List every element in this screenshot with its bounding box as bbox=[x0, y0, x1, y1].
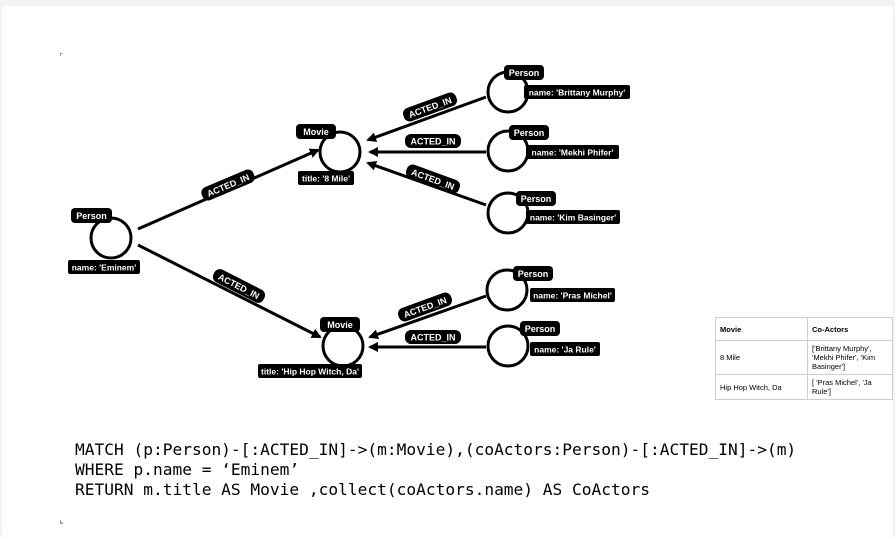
node-pras-michel: Person name: 'Pras Michel' bbox=[485, 266, 615, 312]
node-circle bbox=[486, 324, 530, 368]
column-header-movie: Movie bbox=[715, 317, 808, 341]
node-property: name: 'Eminem' bbox=[72, 263, 137, 273]
node-label: Movie bbox=[327, 320, 353, 330]
node-label: Person bbox=[514, 128, 545, 138]
movie-cell: 8 Mile bbox=[715, 340, 808, 375]
node-label: Person bbox=[76, 211, 107, 221]
node-property: title: 'Hip Hop Witch, Da' bbox=[261, 367, 359, 377]
table-header-row: Movie Co-Actors bbox=[715, 317, 893, 341]
query-line-1: MATCH (p:Person)-[:ACTED_IN]->(m:Movie),… bbox=[75, 440, 797, 459]
rel-label-eminem-movie1: ACTED_IN bbox=[201, 169, 255, 201]
svg-text:ACTED_IN: ACTED_IN bbox=[410, 333, 455, 343]
node-eminem: Person name: 'Eminem' bbox=[68, 208, 140, 274]
table-row: Hip Hop Witch, Da [ 'Pras Michel', 'Ja R… bbox=[715, 374, 893, 400]
rel-eminem-movie2 bbox=[137, 243, 322, 339]
results-table: Movie Co-Actors 8 Mile ['Brittany Murphy… bbox=[715, 317, 893, 400]
rel-pras-movie2 bbox=[368, 294, 487, 340]
node-movie-8-mile: Movie title: '8 Mile' bbox=[296, 124, 362, 185]
node-circle bbox=[89, 216, 133, 260]
node-movie-hip-hop-witch: Movie title: 'Hip Hop Witch, Da' bbox=[258, 317, 365, 378]
svg-text:ACTED_IN: ACTED_IN bbox=[410, 137, 455, 147]
node-mekhi-phifer: Person name: 'Mekhi Phifer' bbox=[486, 125, 619, 173]
node-label: Movie bbox=[303, 127, 329, 137]
co-actors-cell: [ 'Pras Michel', 'Ja Rule'] bbox=[807, 374, 893, 400]
query-line-3: RETURN m.title AS Movie ,collect(coActor… bbox=[75, 480, 650, 499]
movie-cell: Hip Hop Witch, Da bbox=[715, 374, 808, 400]
rel-brittany-movie1 bbox=[366, 95, 487, 142]
node-label: Person bbox=[525, 324, 556, 334]
bottom-left-corner-mark bbox=[60, 520, 63, 524]
node-label: Person bbox=[518, 269, 549, 279]
node-label: Person bbox=[509, 68, 540, 78]
node-property: title: '8 Mile' bbox=[302, 174, 350, 184]
node-brittany-murphy: Person name: 'Brittany Murphy' bbox=[486, 65, 630, 114]
rel-label-mekhi-movie1: ACTED_IN bbox=[405, 134, 461, 148]
rel-label-jarule-movie2: ACTED_IN bbox=[405, 330, 461, 344]
node-property: name: 'Mekhi Phifer' bbox=[532, 148, 614, 158]
co-actors-cell: ['Brittany Murphy', 'Mekhi Phifer', 'Kim… bbox=[807, 340, 893, 375]
query-line-2: WHERE p.name = ‘Eminem’ bbox=[75, 460, 300, 479]
table-row: 8 Mile ['Brittany Murphy', 'Mekhi Phifer… bbox=[715, 340, 893, 375]
node-property: name: 'Kim Basinger' bbox=[530, 213, 616, 223]
node-kim-basinger: Person name: 'Kim Basinger' bbox=[486, 191, 620, 235]
column-header-co-actors: Co-Actors bbox=[807, 317, 893, 341]
node-ja-rule: Person name: 'Ja Rule' bbox=[486, 321, 600, 368]
rel-label-kim-movie1: ACTED_IN bbox=[405, 164, 461, 194]
node-property: name: 'Pras Michel' bbox=[533, 291, 612, 301]
node-property: name: 'Ja Rule' bbox=[534, 345, 596, 355]
node-label: Person bbox=[521, 194, 552, 204]
cypher-query: MATCH (p:Person)-[:ACTED_IN]->(m:Movie),… bbox=[75, 440, 796, 500]
node-property: name: 'Brittany Murphy' bbox=[529, 88, 626, 98]
